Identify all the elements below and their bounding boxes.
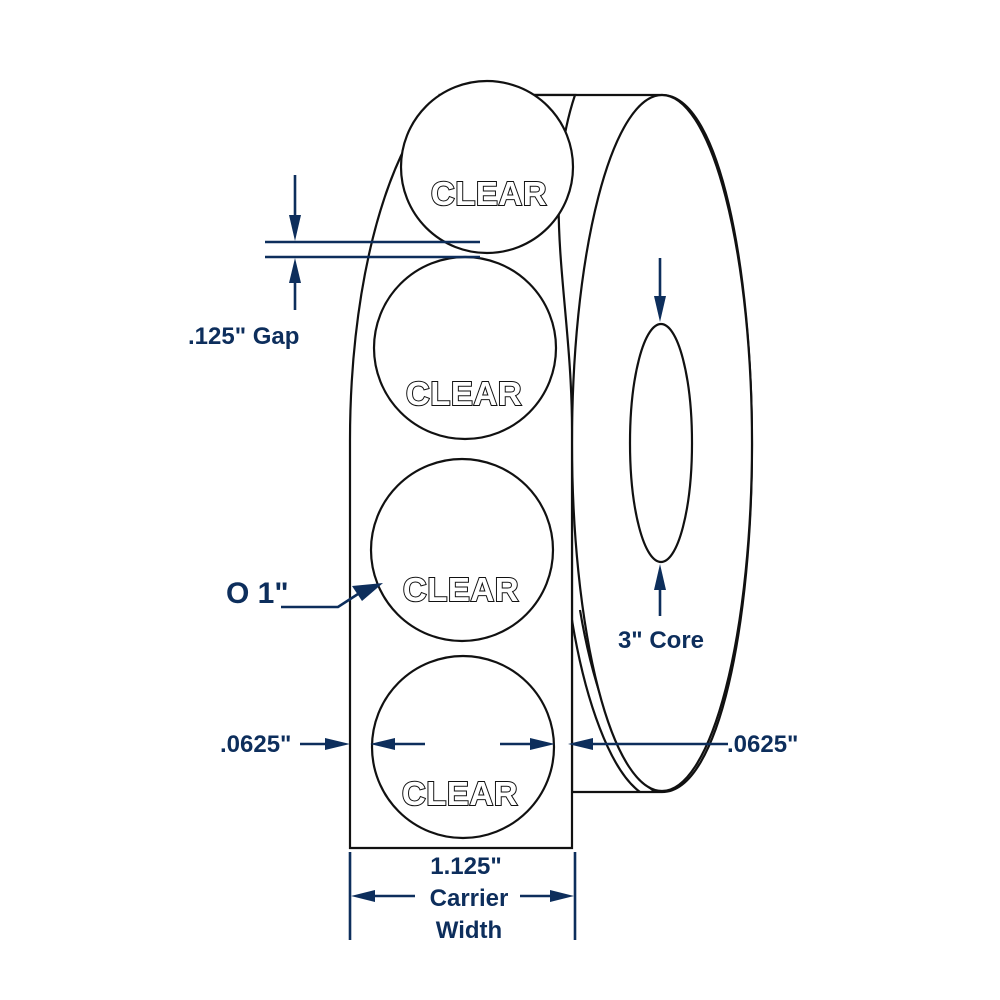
arrow-up-icon xyxy=(654,564,666,590)
core-dimension: 3" Core xyxy=(618,258,704,654)
carrier-width-value: 1.125" xyxy=(430,853,501,880)
label-circle-3 xyxy=(369,457,555,643)
arrow-left-icon xyxy=(351,890,375,902)
core-label: 3" Core xyxy=(618,627,704,654)
diameter-label: O 1" xyxy=(226,577,289,610)
label-text-1: CLEAR xyxy=(431,175,547,212)
diameter-dimension: O 1" xyxy=(226,577,383,610)
arrow-left-icon xyxy=(568,738,593,750)
arrow-left-icon xyxy=(370,738,395,750)
right-margin-dimension: .0625" xyxy=(500,731,798,758)
arrow-down-icon xyxy=(289,215,301,241)
roll-core xyxy=(628,322,694,564)
arrow-right-icon xyxy=(550,890,574,902)
roll-layer-line-1 xyxy=(570,619,641,793)
right-margin-label: .0625" xyxy=(727,731,798,758)
arrow-down-icon xyxy=(654,296,666,322)
left-margin-dimension: .0625" xyxy=(220,731,425,758)
left-margin-label: .0625" xyxy=(220,731,291,758)
label-circle-1 xyxy=(399,79,575,255)
arrow-up-icon xyxy=(289,258,301,283)
gap-dimension: .125" Gap xyxy=(188,175,480,350)
arrow-diagonal-icon xyxy=(352,583,383,601)
arrow-right-icon xyxy=(530,738,555,750)
label-text-3: CLEAR xyxy=(403,571,519,608)
carrier-width-label-line1: Carrier xyxy=(430,885,509,912)
labels: CLEAR CLEAR CLEAR CLEAR xyxy=(369,79,575,840)
arrow-right-icon xyxy=(325,738,350,750)
gap-label: .125" Gap xyxy=(188,323,299,350)
label-text-2: CLEAR xyxy=(406,375,522,412)
label-text-4: CLEAR xyxy=(402,775,518,812)
label-circle-4 xyxy=(370,654,556,840)
carrier-width-dimension: 1.125" Carrier Width xyxy=(348,852,577,944)
carrier-width-label-line2: Width xyxy=(436,917,502,944)
